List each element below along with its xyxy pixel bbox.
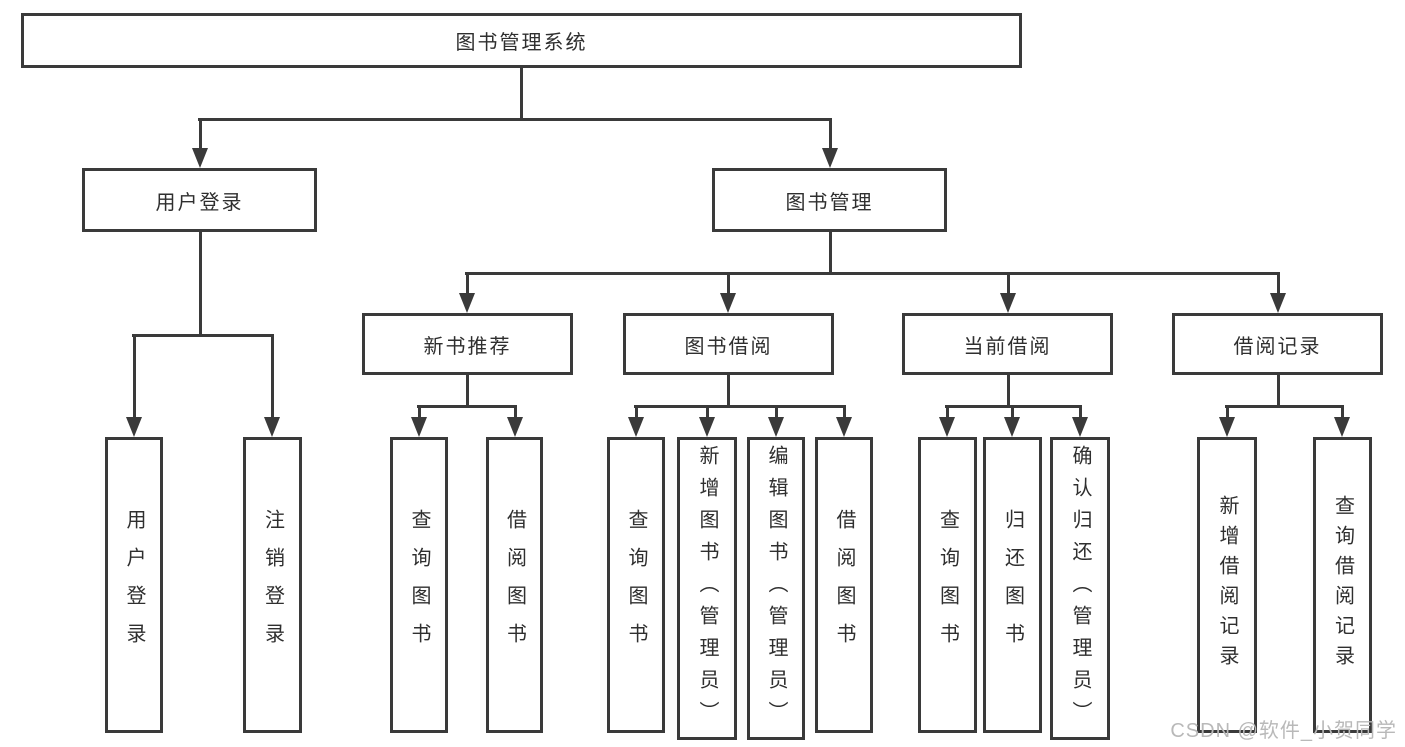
connector-line	[198, 118, 202, 152]
csdn-watermark: CSDN @软件_小贺同学	[1170, 720, 1397, 742]
node-rec-add: 新增借阅记录	[1197, 437, 1257, 733]
node-label-nb-borrow: 借阅图书	[503, 509, 526, 661]
connector-line	[1078, 405, 1082, 422]
connector-line	[634, 405, 638, 422]
connector-line	[1276, 375, 1280, 407]
connector-line	[417, 404, 517, 408]
arrowhead-down-icon	[1004, 417, 1020, 437]
node-label-user-login: 用户登录	[155, 191, 244, 214]
arrowhead-down-icon	[459, 293, 475, 313]
node-label-borrow: 图书借阅	[684, 335, 773, 358]
arrowhead-down-icon	[720, 293, 736, 313]
connector-line	[726, 375, 730, 407]
node-label-cur-return: 归还图书	[1001, 509, 1024, 661]
arrowhead-down-icon	[126, 417, 142, 437]
connector-line	[1225, 404, 1344, 408]
connector-line	[198, 232, 202, 337]
arrowhead-down-icon	[1219, 417, 1235, 437]
connector-line	[828, 232, 832, 274]
connector-line	[270, 334, 274, 422]
connector-line	[726, 272, 730, 298]
node-label-new-books: 新书推荐	[423, 335, 512, 358]
connector-line	[1225, 405, 1229, 422]
node-bw-edit: 编辑图书（管理员）	[747, 437, 805, 740]
node-current: 当前借阅	[902, 313, 1113, 375]
connector-line	[774, 405, 778, 422]
node-label-nb-query: 查询图书	[408, 509, 430, 661]
node-label-bw-borrow: 借阅图书	[833, 509, 855, 661]
connector-line	[945, 405, 949, 422]
arrowhead-down-icon	[836, 417, 852, 437]
node-label-rec-add: 新增借阅记录	[1216, 495, 1238, 675]
connector-line	[465, 271, 1280, 275]
connector-line	[519, 68, 523, 120]
connector-line	[1276, 272, 1280, 298]
node-bw-query: 查询图书	[607, 437, 665, 733]
connector-line	[132, 333, 274, 337]
node-cur-confirm: 确认归还（管理员）	[1050, 437, 1110, 740]
connector-line	[828, 118, 832, 152]
connector-line	[1006, 272, 1010, 298]
connector-line	[842, 405, 846, 422]
connector-line	[634, 404, 846, 408]
node-label-root: 图书管理系统	[455, 32, 588, 54]
node-records: 借阅记录	[1172, 313, 1383, 375]
arrowhead-down-icon	[822, 148, 838, 168]
node-label-bw-edit: 编辑图书（管理员）	[765, 444, 787, 733]
connector-line	[945, 404, 1082, 408]
arrowhead-down-icon	[264, 417, 280, 437]
arrowhead-down-icon	[1000, 293, 1016, 313]
node-label-book-mgmt: 图书管理	[785, 191, 874, 214]
node-borrow: 图书借阅	[623, 313, 834, 375]
node-rec-query: 查询借阅记录	[1313, 437, 1372, 733]
node-user-login: 用户登录	[82, 168, 317, 232]
node-new-books: 新书推荐	[362, 313, 573, 375]
node-leaf-login: 用户登录	[105, 437, 163, 733]
node-bw-borrow: 借阅图书	[815, 437, 873, 733]
node-cur-return: 归还图书	[983, 437, 1042, 733]
node-label-records: 借阅记录	[1233, 335, 1322, 358]
arrowhead-down-icon	[411, 417, 427, 437]
node-label-cur-confirm: 确认归还（管理员）	[1069, 444, 1091, 733]
node-label-cur-query: 查询图书	[936, 509, 959, 661]
connector-line	[417, 405, 421, 422]
node-nb-query: 查询图书	[390, 437, 448, 733]
arrowhead-down-icon	[628, 417, 644, 437]
node-root: 图书管理系统	[21, 13, 1022, 68]
connector-line	[705, 405, 709, 422]
connector-line	[1010, 405, 1014, 422]
arrowhead-down-icon	[1334, 417, 1350, 437]
node-label-leaf-login: 用户登录	[123, 509, 145, 661]
node-nb-borrow: 借阅图书	[486, 437, 543, 733]
node-cur-query: 查询图书	[918, 437, 977, 733]
arrowhead-down-icon	[507, 417, 523, 437]
node-book-mgmt: 图书管理	[712, 168, 947, 232]
arrowhead-down-icon	[1072, 417, 1088, 437]
connector-line	[1006, 375, 1010, 407]
connector-line	[465, 375, 469, 407]
connector-line	[513, 405, 517, 422]
node-label-current: 当前借阅	[963, 335, 1052, 358]
node-label-rec-query: 查询借阅记录	[1331, 495, 1354, 675]
arrowhead-down-icon	[192, 148, 208, 168]
arrowhead-down-icon	[1270, 293, 1286, 313]
connector-line	[465, 272, 469, 298]
arrowhead-down-icon	[699, 417, 715, 437]
node-label-bw-add: 新增图书（管理员）	[696, 444, 718, 733]
node-label-bw-query: 查询图书	[625, 509, 647, 661]
node-bw-add: 新增图书（管理员）	[677, 437, 737, 740]
node-label-leaf-logout: 注销登录	[261, 509, 284, 661]
connector-line	[132, 334, 136, 422]
node-leaf-logout: 注销登录	[243, 437, 302, 733]
arrowhead-down-icon	[768, 417, 784, 437]
connector-line	[198, 117, 832, 121]
connector-line	[1340, 405, 1344, 422]
arrowhead-down-icon	[939, 417, 955, 437]
